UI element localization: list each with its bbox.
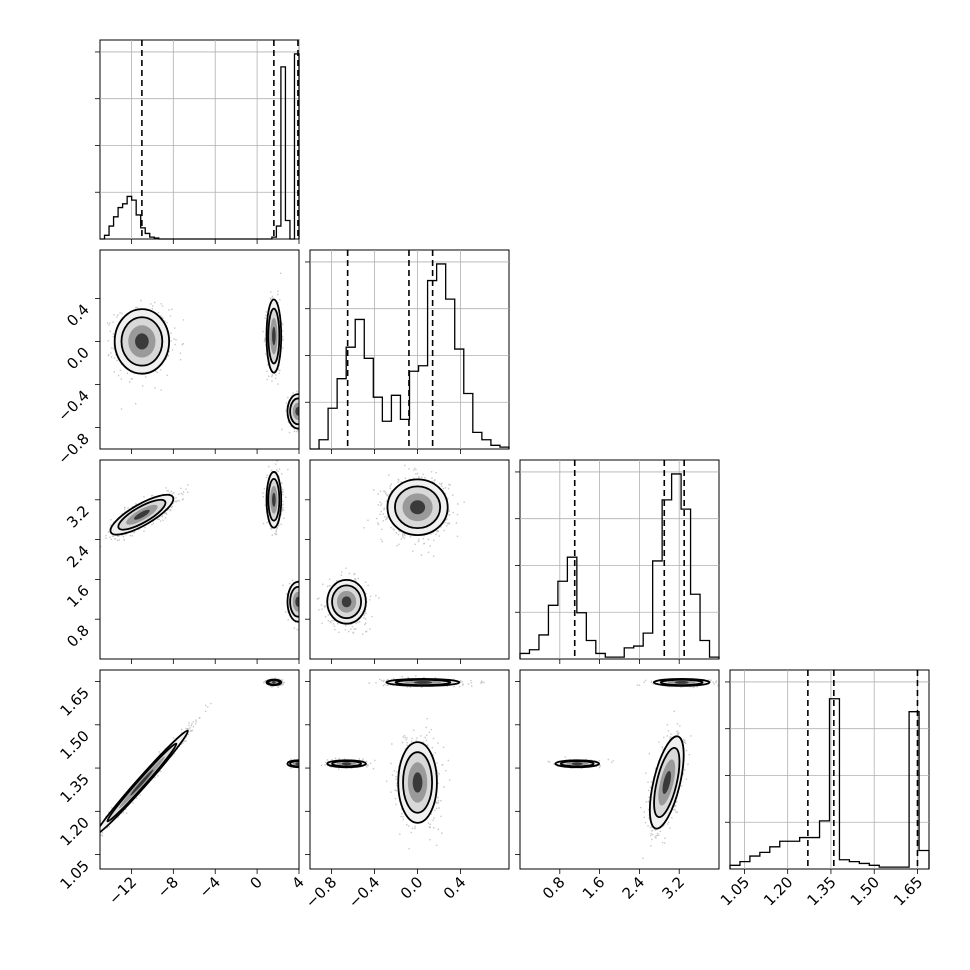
- ytick-label-3-4: 1.65: [56, 684, 92, 720]
- hist-frame-3: [729, 669, 930, 870]
- xtick-label-0-3: 0: [246, 873, 265, 892]
- ytick-label-2-3: 3.2: [63, 502, 93, 532]
- hist-step-3: [729, 698, 930, 869]
- contour-2-3-0-3: [674, 680, 689, 684]
- xtick-label-2-3: 3.2: [658, 873, 688, 903]
- contour-0-1-1-3: [272, 326, 276, 346]
- xtick-label-0-1: −8: [154, 873, 182, 901]
- contour-0-3-2-3: [295, 762, 299, 766]
- pair-frame-0-2: [99, 459, 300, 660]
- contour-0-2-0-3: [134, 509, 150, 520]
- hist-frame-2: [519, 459, 720, 660]
- ytick-label-2-1: 1.6: [63, 582, 93, 612]
- contour-0-1-0-3: [135, 333, 149, 350]
- pair-content-2-3: [547, 677, 719, 859]
- pair-frame-1-2: [309, 459, 510, 660]
- contour-0-3-1-3: [272, 680, 276, 684]
- ytick-label-2-0: 0.8: [63, 621, 93, 651]
- hist-panel-3: [725, 669, 930, 870]
- pair-panel-0-3: [99, 669, 300, 870]
- contour-1-3-0-3: [413, 680, 433, 684]
- xtick-label-0-4: 4: [288, 873, 307, 892]
- hist-panel-2: [515, 459, 720, 660]
- xtick-label-3-3: 1.50: [847, 873, 883, 909]
- ytick-label-1-3: 0.4: [63, 301, 93, 331]
- xtick-label-3-1: 1.20: [760, 873, 796, 909]
- ytick-label-1-1: −0.4: [54, 387, 92, 425]
- pair-panel-0-1: [99, 249, 300, 450]
- contour-1-3-1-3: [341, 762, 352, 766]
- xtick-label-1-0: −0.8: [302, 873, 340, 911]
- ytick-label-2-2: 2.4: [63, 542, 93, 572]
- pair-frame-0-3: [99, 669, 300, 870]
- hist-panel-0: [95, 39, 300, 240]
- pair-panel-1-3: [309, 669, 510, 870]
- ytick-label-3-2: 1.35: [56, 770, 92, 806]
- hist-step-0: [100, 53, 300, 240]
- contour-1-2-1-3: [341, 596, 352, 608]
- xtick-label-0-0: −12: [105, 873, 140, 908]
- hist-step-2: [519, 473, 720, 659]
- pair-panel-2-3: [519, 669, 720, 870]
- pair-frame-1-3: [309, 669, 510, 870]
- ytick-label-3-3: 1.50: [56, 727, 92, 763]
- pair-content-0-3: [100, 677, 299, 837]
- xtick-label-2-1: 1.6: [579, 873, 609, 903]
- xtick-label-3-0: 1.05: [717, 873, 753, 909]
- ytick-label-1-2: 0.0: [63, 344, 93, 374]
- xtick-label-2-2: 2.4: [619, 873, 649, 903]
- xtick-label-1-2: 0.0: [397, 873, 427, 903]
- pair-content-1-2: [316, 464, 465, 635]
- ytick-label-3-1: 1.20: [56, 813, 92, 849]
- hist-panel-1: [305, 249, 510, 450]
- contour-2-3-2-3: [662, 770, 671, 795]
- xtick-label-3-2: 1.35: [803, 873, 839, 909]
- xtick-label-2-0: 0.8: [539, 873, 569, 903]
- hist-frame-0: [99, 39, 300, 240]
- pair-frame-0-1: [99, 249, 300, 450]
- contour-0-1-2-3: [295, 407, 299, 416]
- xtick-label-3-4: 1.65: [890, 873, 926, 909]
- xtick-label-0-2: −4: [196, 873, 224, 901]
- pair-content-0-1: [106, 272, 299, 434]
- contour-0-2-1-3: [272, 492, 276, 507]
- contour-1-2-0-3: [410, 500, 426, 515]
- contour-1-3-2-3: [412, 772, 423, 793]
- xtick-label-1-3: 0.4: [440, 873, 470, 903]
- ytick-label-3-0: 1.05: [56, 857, 92, 893]
- contour-0-2-2-3: [295, 596, 299, 607]
- xtick-label-1-1: −0.4: [345, 873, 383, 911]
- contour-0-3-0-3: [130, 769, 154, 796]
- pair-content-1-3: [320, 675, 485, 850]
- ytick-label-1-0: −0.8: [54, 430, 92, 468]
- pair-panel-1-2: [309, 459, 510, 660]
- pair-frame-2-3: [519, 669, 720, 870]
- pair-panel-0-2: [99, 459, 300, 660]
- contour-2-3-1-3: [571, 762, 583, 766]
- pair-content-0-2: [100, 460, 299, 631]
